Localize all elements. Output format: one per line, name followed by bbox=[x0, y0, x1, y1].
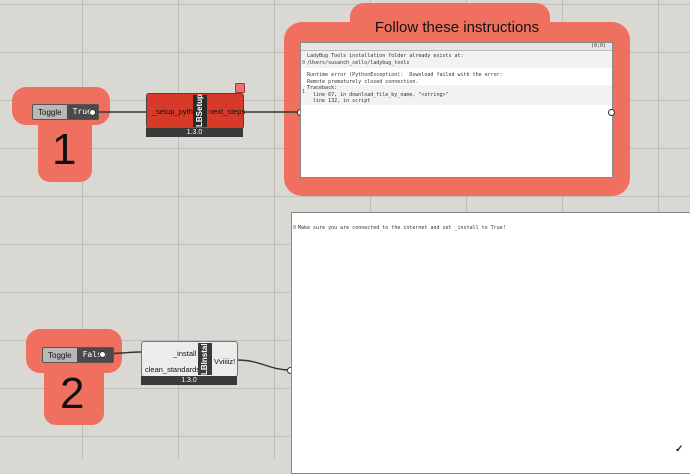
step1-number: 1 bbox=[52, 125, 77, 174]
lbsetup-output-label[interactable]: next_steps bbox=[209, 107, 246, 116]
toggle-output-port[interactable] bbox=[99, 351, 106, 358]
panel1-index-2: 1 bbox=[302, 89, 306, 95]
panel2-index: 0 bbox=[293, 225, 297, 231]
panel1-line: Remote prematurely closed connection. bbox=[307, 78, 419, 85]
panel1-line: Runtime error (PythonException): Downloa… bbox=[307, 72, 503, 78]
lbinstall-output-label[interactable]: Vviiiiz! bbox=[214, 357, 236, 366]
toggle-output-port[interactable] bbox=[89, 109, 96, 116]
step1-annotation-stem bbox=[38, 110, 92, 182]
panel1-line: Traceback: bbox=[301, 85, 612, 92]
lbsetup-name: LBSetup bbox=[193, 94, 207, 127]
toggle-label: Toggle bbox=[38, 107, 62, 117]
step2-annotation-stem bbox=[44, 360, 104, 425]
lbinstall-name: LBInstall bbox=[198, 341, 212, 375]
toggle-install[interactable]: Toggle False bbox=[42, 347, 114, 363]
panel1-block-2: Runtime error (PythonException): Downloa… bbox=[301, 68, 612, 105]
toggle-value[interactable]: False bbox=[76, 348, 113, 362]
toggle-label: Toggle bbox=[48, 350, 72, 360]
step2-number: 2 bbox=[60, 369, 85, 418]
lbsetup-input-label[interactable]: _setup_python bbox=[152, 107, 202, 116]
lbsetup-version: 1.3.0 bbox=[146, 128, 243, 137]
lbinstall-version: 1.3.0 bbox=[141, 376, 237, 385]
panel1-line: line 132, in script bbox=[301, 98, 612, 105]
panel1-output-port[interactable] bbox=[608, 109, 615, 116]
forum-corner-icon: ✓ bbox=[675, 444, 684, 455]
instructions-title: Follow these instructions bbox=[374, 19, 540, 36]
output-panel-1[interactable]: (0;0) 0 1 LadyBug Tools installation fol… bbox=[300, 42, 613, 178]
lbsetup-component[interactable]: _setup_python LBSetup next_steps bbox=[146, 93, 246, 129]
panel1-index: 0 bbox=[302, 60, 306, 66]
panel1-line: /Users/susanch_cello/ladybug_tools bbox=[307, 59, 410, 66]
warning-flag-icon bbox=[235, 83, 245, 93]
output-panel-2[interactable]: 0 Make sure you are connected to the int… bbox=[291, 212, 690, 474]
lbinstall-component[interactable]: _install clean_standards_ LBInstall Vvii… bbox=[141, 341, 238, 377]
panel1-line: LadyBug Tools installation folder alread… bbox=[307, 53, 464, 59]
lbinstall-input-install[interactable]: _install bbox=[173, 349, 197, 358]
panel1-path-header: (0;0) bbox=[301, 43, 612, 51]
panel1-block-1: LadyBug Tools installation folder alread… bbox=[301, 51, 612, 68]
panel1-line: line 67, in download_file_by_name, "<str… bbox=[301, 91, 612, 98]
panel2-message: Make sure you are connected to the inter… bbox=[298, 225, 506, 231]
lbinstall-input-clean-standards[interactable]: clean_standards_ bbox=[145, 365, 205, 374]
